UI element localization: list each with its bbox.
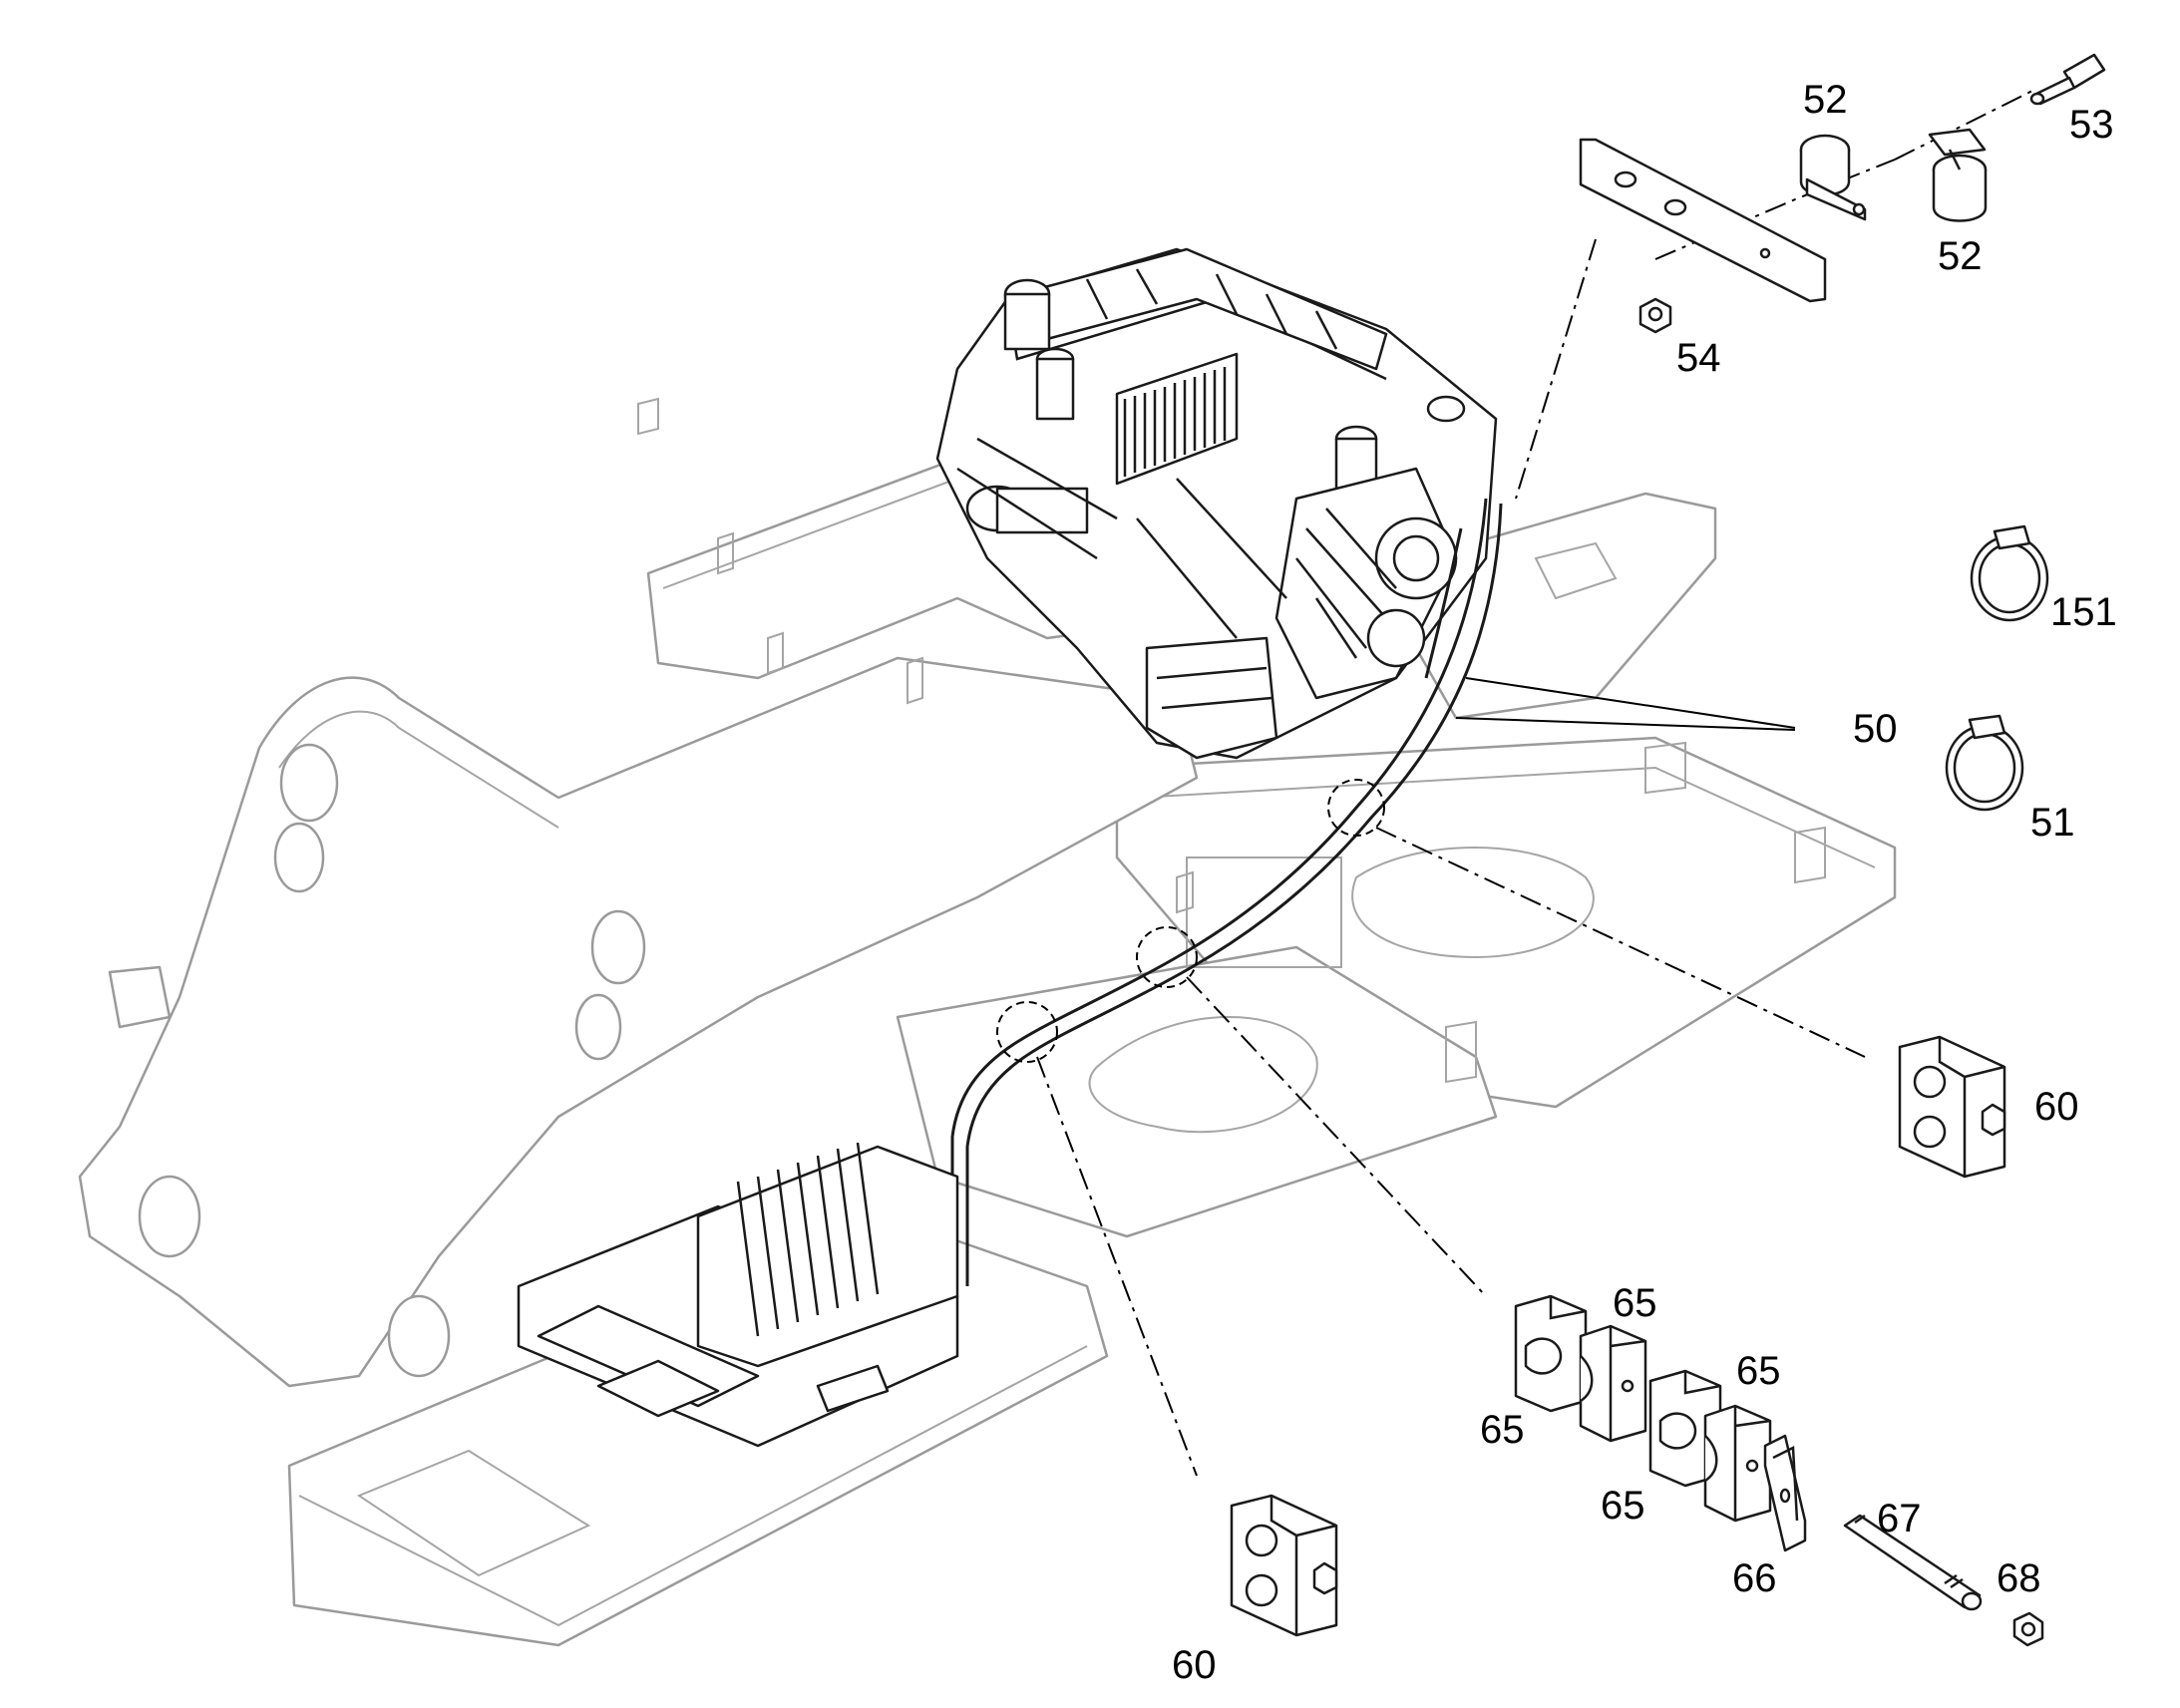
hose-clamp-151 xyxy=(1970,524,2049,622)
clamp-half-52-lower xyxy=(1928,128,1988,222)
callout-65-c: 65 xyxy=(1736,1349,1781,1393)
leader-lines xyxy=(996,89,2035,1477)
callout-60-bottom: 60 xyxy=(1172,1643,1217,1687)
callout-labels: 52 53 52 54 151 50 51 60 65 65 65 65 67 … xyxy=(1172,78,2117,1687)
engine-cooler-grille xyxy=(1115,352,1239,486)
callout-66: 66 xyxy=(1732,1556,1777,1600)
clamp-half-65-a xyxy=(1514,1294,1588,1413)
callout-151: 151 xyxy=(2050,590,2117,634)
callout-60-right: 60 xyxy=(2034,1085,2079,1129)
callout-65-d: 65 xyxy=(1601,1484,1645,1528)
clamp-block-60-right xyxy=(1898,1035,2006,1179)
callout-53: 53 xyxy=(2069,103,2114,147)
stud-67 xyxy=(1843,1514,1983,1611)
clamp-half-52-upper xyxy=(1799,134,1867,221)
hose-clamp-51 xyxy=(1945,714,2024,812)
callout-68: 68 xyxy=(1997,1556,2041,1600)
engine-assembly xyxy=(935,247,1498,760)
cover-plate-66 xyxy=(1763,1434,1807,1552)
callout-52-top: 52 xyxy=(1803,78,1848,122)
callout-67: 67 xyxy=(1877,1497,1922,1540)
battery-box xyxy=(517,1142,959,1448)
clamp-block-60-bottom xyxy=(1230,1494,1338,1637)
machine-frame xyxy=(78,397,1897,1647)
nut-54 xyxy=(1638,297,1672,334)
mounting-plate xyxy=(1579,138,1827,303)
nut-68 xyxy=(2012,1611,2044,1647)
callout-51: 51 xyxy=(2030,801,2075,845)
clamp-half-65-d xyxy=(1703,1404,1772,1523)
callout-65-b: 65 xyxy=(1480,1408,1525,1452)
callout-52-bottom: 52 xyxy=(1938,234,1983,278)
callout-50: 50 xyxy=(1853,707,1898,751)
callout-65-a: 65 xyxy=(1613,1281,1657,1325)
callout-54: 54 xyxy=(1676,336,1721,380)
clamp-half-65-b xyxy=(1579,1324,1647,1443)
coolant-hoses xyxy=(950,498,1503,1286)
bolt-53 xyxy=(2029,53,2106,106)
